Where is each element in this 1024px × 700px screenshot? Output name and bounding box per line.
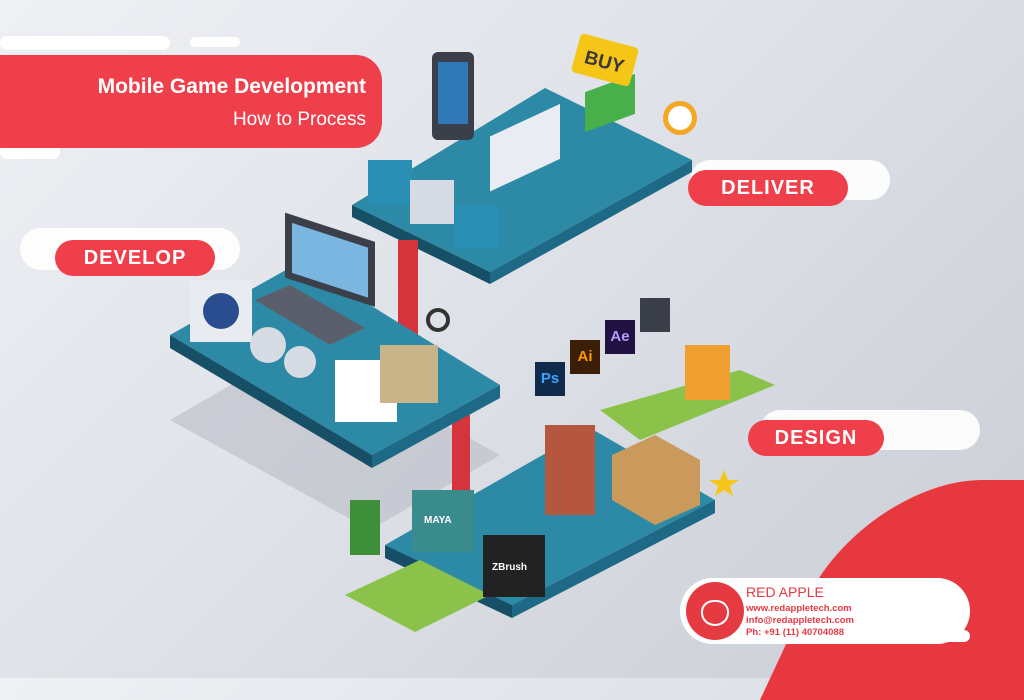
page-subtitle: How to Process (232, 109, 366, 130)
grass-tiles (600, 370, 775, 440)
zbrush-cube (483, 535, 545, 597)
ladder (398, 240, 418, 335)
page-title: Mobile Game Development (97, 75, 366, 98)
deliver-platform (352, 33, 697, 284)
decor-pill (190, 37, 240, 47)
decor-pill (0, 36, 170, 50)
cardboard-box (612, 435, 700, 525)
gear-icon (284, 346, 316, 378)
illustrator-icon: Ai (570, 340, 600, 374)
design-stage-label: DESIGN (748, 420, 884, 456)
decor-pill (862, 592, 962, 604)
blender-icon (640, 298, 670, 332)
develop-stage-label: DEVELOP (55, 240, 215, 276)
decor-pill (0, 145, 60, 159)
keyboard (255, 285, 365, 345)
company-website[interactable]: www.redappletech.com (746, 603, 852, 614)
company-phone: Ph: +91 (11) 40704088 (746, 627, 844, 638)
ladder (452, 415, 470, 495)
android-cube (410, 180, 454, 224)
grass-tiles (345, 560, 490, 632)
zbrush-label: ZBrush (492, 562, 527, 573)
deliver-stage-label: DELIVER (688, 170, 848, 206)
after-effects-icon: Ae (605, 320, 635, 354)
photoshop-icon: Ps (535, 362, 565, 396)
gear-icon (250, 327, 286, 363)
maya-cube (412, 490, 474, 552)
red-apple-logo (686, 582, 744, 640)
company-email[interactable]: info@redappletech.com (746, 615, 854, 626)
archer-character (350, 500, 380, 555)
apple-cube (368, 160, 412, 204)
magnifier-icon (426, 308, 450, 332)
company-name: RED APPLE (746, 584, 824, 600)
buy-sign (571, 33, 639, 87)
web-cube (455, 205, 499, 249)
develop-platform (170, 212, 500, 468)
character (545, 425, 595, 515)
money-stack (585, 73, 635, 133)
forklift (685, 345, 730, 400)
title-banner: Mobile Game Development How to Process (0, 55, 382, 148)
isometric-illustration (170, 33, 775, 632)
game-art-cube (380, 345, 438, 403)
ds-console (490, 103, 560, 192)
maya-label: MAYA (424, 515, 452, 526)
star-icon (709, 470, 739, 496)
design-platform (345, 345, 775, 632)
decor-pill (940, 630, 970, 642)
